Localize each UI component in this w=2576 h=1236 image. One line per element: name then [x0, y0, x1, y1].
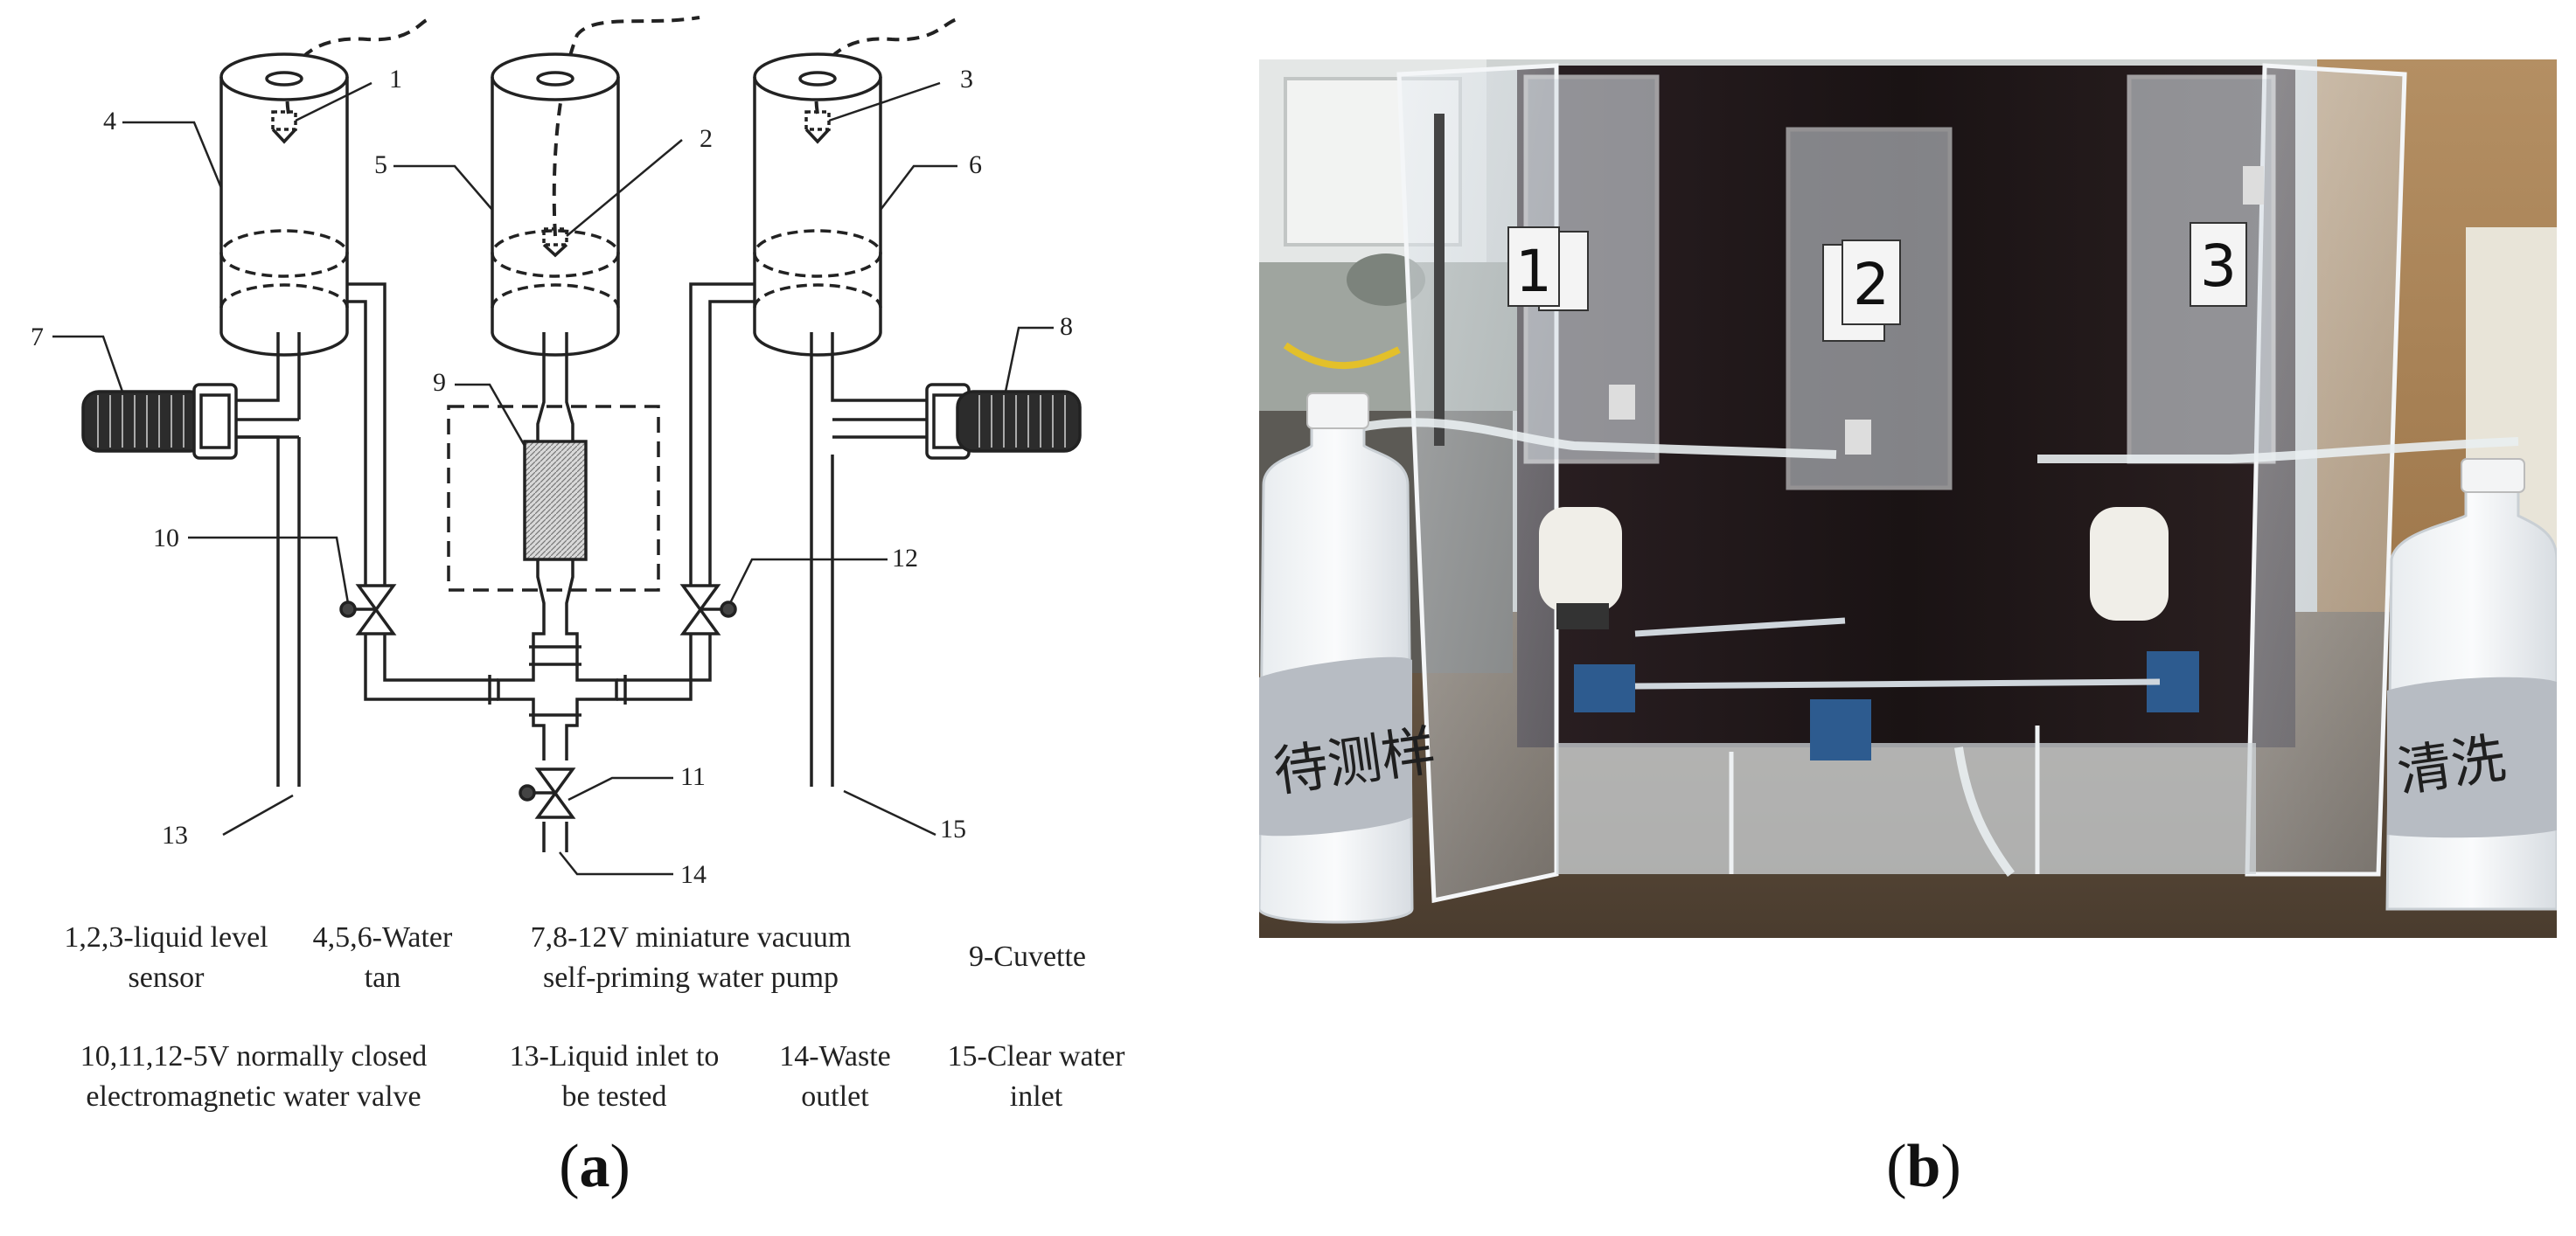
- schematic-numbers: 1 2 3 4 5 6 7 8 9 10 11 12 13 14 15: [31, 65, 1073, 889]
- label-6: 6: [969, 150, 982, 179]
- legend-vacuum-pump: 7,8-12V miniature vacuum self-priming wa…: [530, 921, 852, 994]
- valve-photo-1: [1574, 664, 1635, 712]
- pump-7: [81, 383, 238, 460]
- valve-11: [519, 767, 576, 819]
- label-8: 8: [1060, 312, 1073, 341]
- label-12: 12: [892, 544, 918, 573]
- cuvette-box-9: [447, 405, 660, 592]
- legend-liquid-level-sensor: 1,2,3-liquid level sensor: [64, 921, 268, 994]
- water-tank-4: [219, 52, 349, 357]
- bottle-left: [1259, 392, 1414, 924]
- pump-left-photo: [1539, 507, 1622, 612]
- pipe-right: [616, 282, 755, 701]
- tank-label-plates: [1507, 222, 2247, 325]
- legend-waste-outlet: 14-Waste outlet: [779, 1040, 891, 1113]
- label-5: 5: [374, 150, 387, 179]
- bottle-right-label: 清洗: [2393, 726, 2510, 804]
- panel-label-b: (b): [1886, 1133, 1961, 1200]
- pipe-left: [347, 282, 498, 701]
- label-7: 7: [31, 323, 44, 351]
- legend-clear-water-inlet: 15-Clear water inlet: [947, 1040, 1125, 1113]
- label-14: 14: [680, 860, 707, 889]
- center-line: [488, 332, 627, 852]
- label-15: 15: [940, 815, 966, 844]
- tank-label-2: 2: [1853, 251, 1890, 318]
- water-tank-6: [753, 52, 882, 357]
- leader-lines: [52, 81, 1054, 876]
- panel-label-a: (a): [559, 1133, 630, 1200]
- tank-label-1: 1: [1515, 238, 1552, 305]
- label-3: 3: [960, 65, 973, 94]
- valve-12: [679, 584, 737, 635]
- inlet-tube-13: [236, 332, 301, 787]
- label-10: 10: [153, 524, 179, 552]
- water-tank-5: [491, 52, 620, 357]
- apparatus-photo: [1259, 59, 2557, 938]
- bottle-right: [2385, 458, 2557, 911]
- legend-water-tank: 4,5,6-Water tan: [312, 921, 453, 994]
- schematic-diagram: [52, 16, 1082, 876]
- valve-10: [339, 584, 397, 635]
- label-2: 2: [700, 124, 713, 153]
- tank-label-3: 3: [2200, 233, 2237, 300]
- label-11: 11: [680, 762, 706, 791]
- legend-water-valve: 10,11,12-5V normally closed electromagne…: [80, 1040, 428, 1113]
- tubes: [1354, 418, 2519, 877]
- label-9: 9: [433, 368, 446, 397]
- valve-photo-2: [1810, 699, 1871, 760]
- sensor-cables: [285, 16, 958, 237]
- pump-right-photo: [2090, 507, 2169, 621]
- legend-liquid-inlet: 13-Liquid inlet to be tested: [509, 1040, 720, 1113]
- legend-cuvette: 9-Cuvette: [968, 941, 1087, 973]
- label-13: 13: [162, 821, 188, 850]
- pump-8: [925, 383, 1082, 460]
- label-4: 4: [103, 107, 116, 135]
- panel-label-a-letter: a: [579, 1133, 610, 1200]
- panel-label-b-letter: b: [1906, 1133, 1941, 1200]
- label-1: 1: [389, 65, 402, 94]
